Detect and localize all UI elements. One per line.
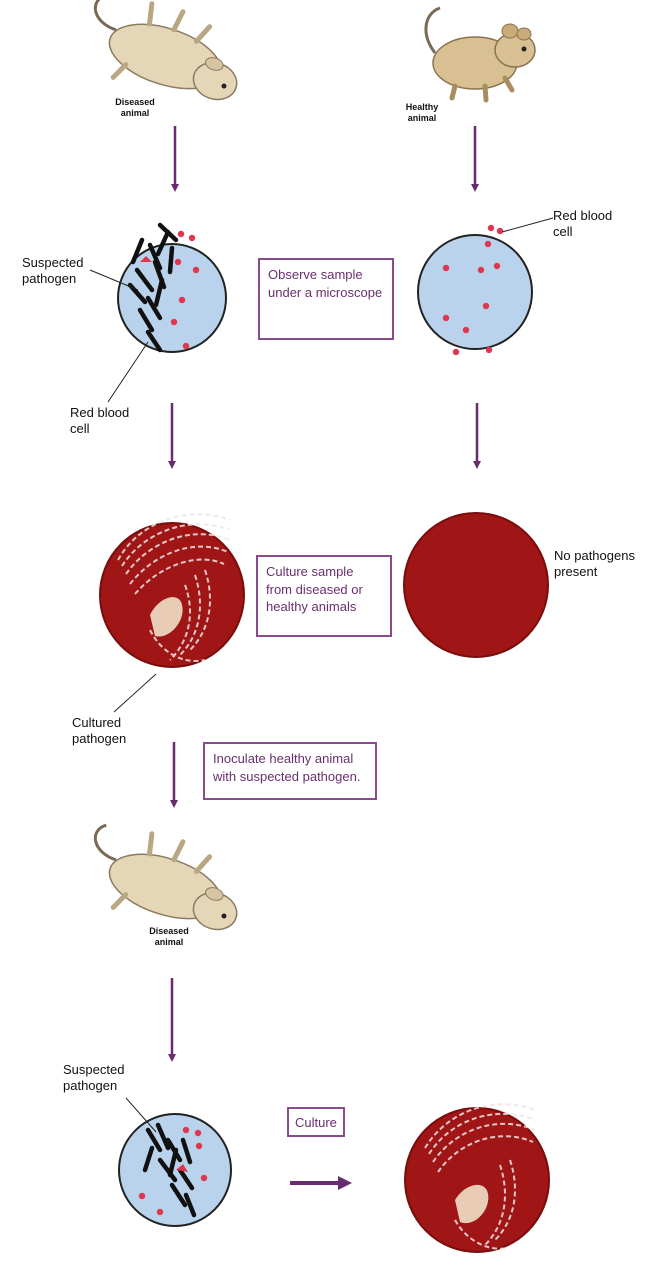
diseased-animal-label-bottom: Diseased animal — [144, 926, 194, 949]
healthy-mouse-image — [426, 8, 535, 100]
red-blood-cell-label-right: Red blood cell — [553, 208, 623, 241]
healthy-blood-sample-slide — [418, 218, 553, 355]
suspected-pathogen-label-bottom: Suspected pathogen — [63, 1062, 143, 1095]
diseased-blood-sample-slide — [90, 225, 226, 402]
healthy-animal-label: Healthy animal — [402, 102, 442, 125]
step-culture-box: Culture — [287, 1107, 345, 1137]
step-inoculate-box: Inoculate healthy animal with suspected … — [203, 742, 377, 800]
cultured-pathogen-label: Cultured pathogen — [72, 715, 152, 748]
culture-plate-healthy — [404, 513, 548, 657]
suspected-pathogen-label-top: Suspected pathogen — [22, 255, 102, 288]
diseased-animal-label-top: Diseased animal — [110, 97, 160, 120]
culture-plate-reisolated — [405, 1104, 549, 1252]
culture-plate-diseased — [100, 514, 244, 712]
no-pathogens-label: No pathogens present — [554, 548, 644, 581]
diseased-mouse-top-image — [76, 0, 253, 114]
red-blood-cell-label-left: Red blood cell — [70, 405, 140, 438]
step-culture-sample-box: Culture sample from diseased or healthy … — [256, 555, 392, 637]
reisolated-blood-sample-slide — [119, 1098, 231, 1226]
step-observe-box: Observe sample under a microscope — [258, 258, 394, 340]
